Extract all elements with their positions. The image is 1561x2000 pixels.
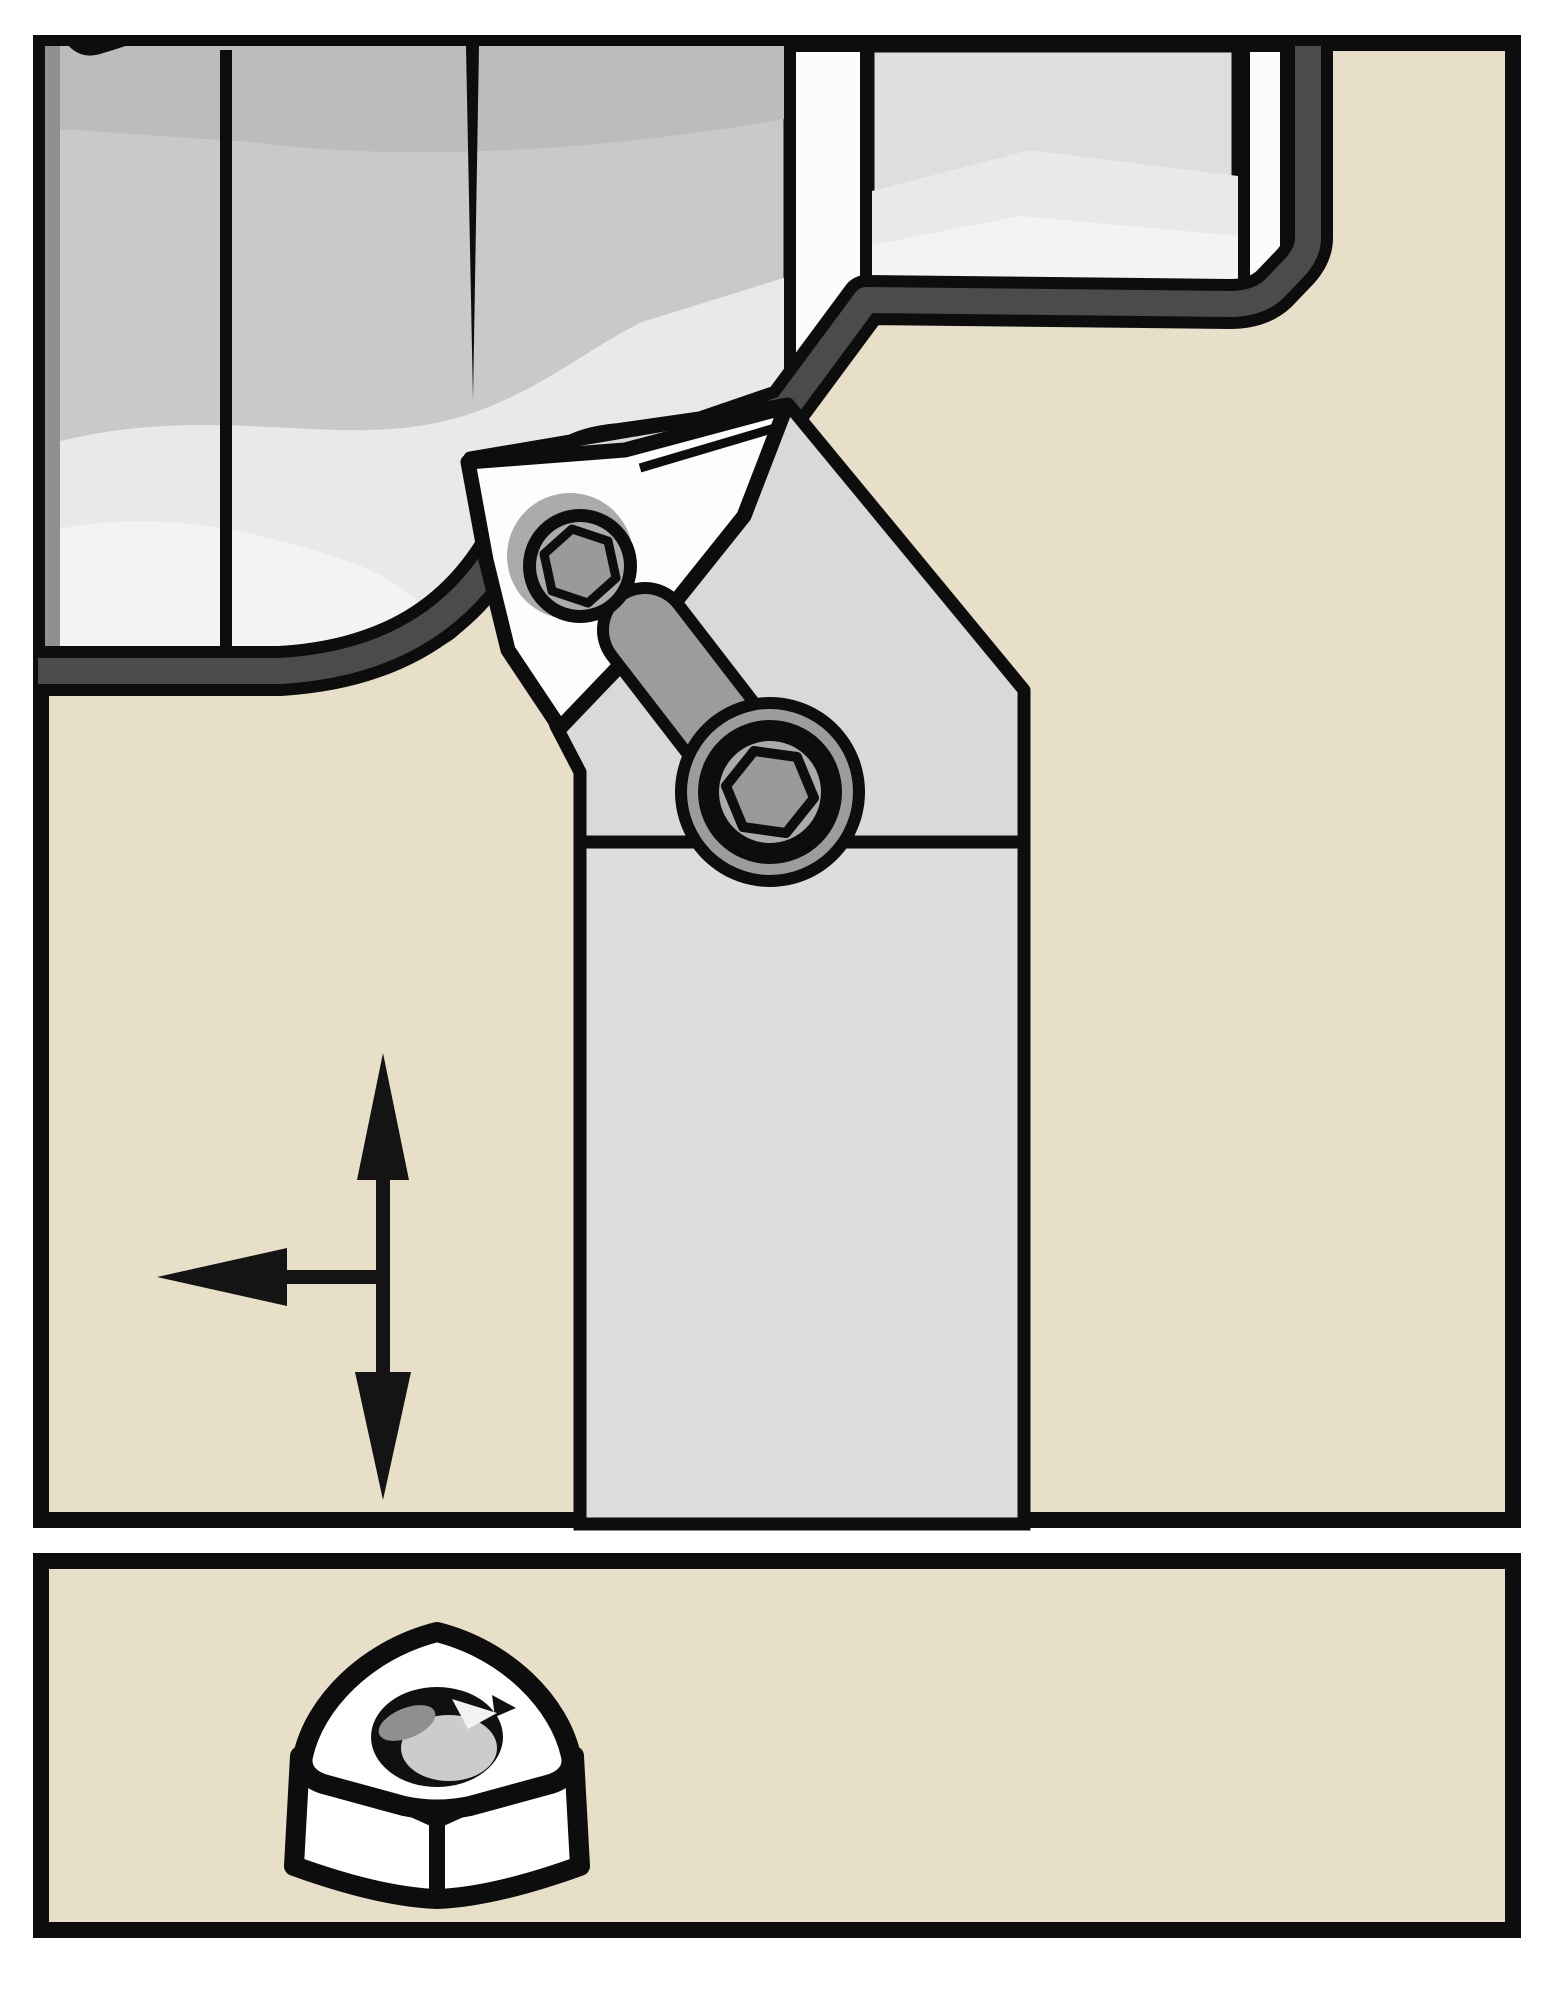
clamp-screw-hex-socket-icon: [721, 746, 819, 838]
workpiece-step-line-2: [466, 46, 479, 400]
insert-hole-shadow: [378, 1705, 436, 1741]
arrow-horizontal-shaft: [287, 1270, 387, 1284]
arrow-up-icon: [357, 1053, 409, 1180]
workpiece-left-edge-shade: [45, 46, 60, 656]
insert-detail-panel: [33, 1553, 1521, 1938]
clamp: [597, 582, 865, 887]
feed-direction-arrows: [157, 1053, 411, 1500]
insert-hole-inner-shine: [401, 1715, 497, 1781]
insert-screw: [507, 493, 637, 623]
insert-flank-edge: [638, 423, 777, 473]
top-border-notch: [66, 43, 134, 56]
insert-hole-spur: [492, 1695, 516, 1717]
arrow-down-icon: [355, 1372, 411, 1500]
insert-screw-hex-socket-icon: [539, 524, 621, 608]
tool-holder-shank: [573, 835, 1031, 1531]
arrow-left-icon: [157, 1248, 287, 1306]
insert-detail: [284, 1622, 590, 1909]
insert-detail-hole: [371, 1687, 516, 1787]
workpiece-lighter-band: [45, 521, 462, 658]
insert-hole-highlight: [452, 1699, 497, 1729]
